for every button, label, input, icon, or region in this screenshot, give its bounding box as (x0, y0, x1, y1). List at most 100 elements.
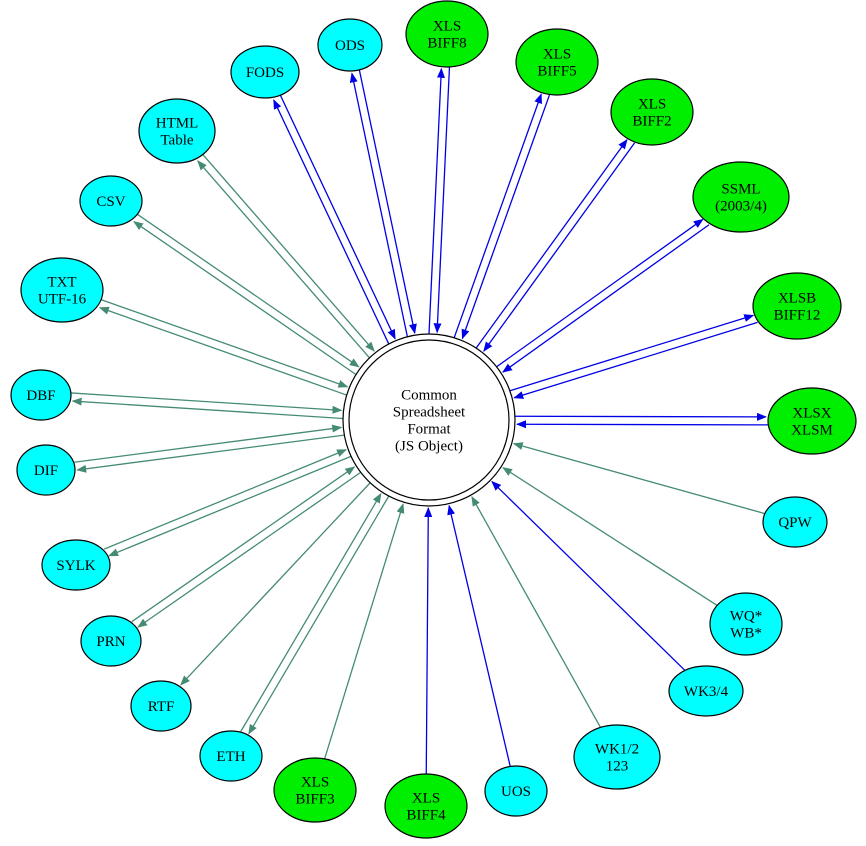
node-eth-label: ETH (216, 749, 245, 765)
node-uos: UOS (484, 765, 548, 817)
edge-xls-biff8-out (428, 67, 445, 334)
node-wk12-shape (573, 724, 661, 790)
edge-wq-wb-in (502, 467, 718, 606)
node-fods: FODS (230, 45, 300, 99)
edge-prn-in (131, 466, 356, 623)
node-dbf-label: DBF (26, 388, 55, 404)
node-ods-shape (317, 18, 383, 72)
node-ssml: SSML(2003/4) (692, 161, 790, 233)
node-html-table-label: HTML (156, 116, 199, 132)
edge-ods-out (349, 72, 408, 337)
node-txt-utf16-label: UTF-16 (38, 292, 87, 308)
edge-xls-biff2-in (483, 142, 636, 352)
node-xls-biff3-label: BIFF3 (295, 792, 334, 808)
node-wk12-label: WK1/2 (595, 742, 639, 758)
node-xls-biff4-label: BIFF4 (406, 808, 446, 824)
edge-html-table-out (197, 160, 370, 359)
node-dif: DIF (16, 444, 76, 496)
edge-xls-biff4-in (424, 506, 433, 775)
edge-uos-in (447, 504, 511, 767)
edge-eth-out (248, 495, 390, 735)
edge-dbf-in (71, 392, 343, 414)
node-xlsx-label: XLSX (792, 406, 831, 422)
node-xls-biff4-label: XLS (412, 791, 440, 807)
edge-wk34-in (491, 480, 686, 671)
edge-wk12-in (471, 495, 602, 728)
edge-txt-utf16-in (100, 298, 349, 388)
node-html-table-shape (138, 98, 216, 164)
edge-ods-in (358, 69, 417, 335)
edge-rtf-out (180, 482, 371, 686)
node-wk12-label: 123 (606, 759, 629, 775)
node-uos-label: UOS (501, 784, 531, 800)
edge-eth-in (240, 492, 382, 732)
edge-qpw-in (512, 442, 766, 515)
node-csv-label: CSV (96, 194, 125, 210)
edge-xlsx-out (515, 412, 768, 421)
node-csv: CSV (79, 175, 143, 227)
center-node-label: Spreadsheet (393, 405, 466, 421)
node-prn: PRN (80, 615, 142, 667)
node-xls-biff3-shape (273, 757, 357, 823)
node-wq-wb: WQ*WB* (709, 592, 783, 656)
node-xls-biff2-label: XLS (638, 97, 666, 113)
center-node-label: Format (407, 422, 451, 438)
node-sylk-label: SYLK (56, 558, 95, 574)
node-wk34-shape (668, 665, 744, 717)
edge-sylk-in (103, 449, 348, 550)
node-uos-shape (484, 765, 548, 817)
node-ssml-shape (692, 161, 790, 233)
edge-sylk-out (108, 455, 352, 557)
edge-html-table-in (202, 153, 375, 352)
node-rtf-shape (130, 680, 192, 732)
node-html-table-label: Table (160, 133, 193, 149)
node-ods-label: ODS (335, 38, 365, 54)
edge-fods-in (279, 94, 396, 340)
node-qpw: QPW (762, 496, 828, 548)
node-prn-label: PRN (96, 634, 125, 650)
center-node-label: (JS Object) (395, 439, 463, 455)
node-dbf: DBF (10, 369, 72, 421)
edge-dbf-out (71, 397, 343, 420)
node-fods-label: FODS (246, 65, 284, 81)
node-fods-shape (230, 45, 300, 99)
node-xls-biff8-shape (405, 0, 489, 68)
node-csv-shape (79, 175, 143, 227)
node-xls-biff8-label: XLS (433, 19, 461, 35)
node-qpw-label: QPW (778, 515, 812, 531)
node-xls-biff2-shape (610, 78, 694, 146)
node-txt-utf16-shape (20, 257, 104, 323)
node-prn-shape (80, 615, 142, 667)
node-sylk: SYLK (41, 539, 111, 591)
node-xls-biff2-label: BIFF2 (632, 114, 671, 130)
node-qpw-shape (762, 496, 828, 548)
edge-xls-biff5-out (453, 93, 542, 338)
node-wk34: WK3/4 (668, 665, 744, 717)
node-sylk-shape (41, 539, 111, 591)
node-rtf: RTF (130, 680, 192, 732)
node-wq-wb-label: WB* (730, 626, 762, 642)
node-xlsb-label: BIFF12 (774, 308, 821, 324)
edge-xls-biff8-in (433, 67, 451, 334)
edge-xlsb-in (513, 321, 758, 399)
edge-dif-in (74, 424, 343, 463)
node-wk34-label: WK3/4 (684, 684, 729, 700)
edge-ssml-in (502, 224, 710, 373)
node-eth-shape (199, 730, 263, 782)
center-inner-circle (348, 339, 510, 501)
node-xls-biff8-label: BIFF8 (427, 36, 466, 52)
edge-fods-out (273, 99, 390, 345)
node-xls-biff4-shape (384, 773, 468, 839)
node-xlsb-shape (752, 272, 842, 340)
node-wq-wb-label: WQ* (730, 609, 763, 625)
node-dif-shape (16, 444, 76, 496)
node-dbf-shape (10, 369, 72, 421)
edge-csv-in (136, 213, 360, 368)
